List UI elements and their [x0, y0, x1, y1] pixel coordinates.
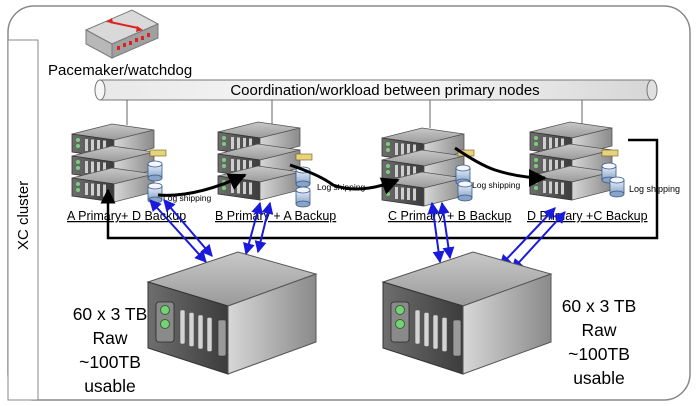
bus-connectors [126, 100, 583, 128]
coordination-label: Coordination/workload between primary no… [230, 82, 539, 99]
log-label-a: Log shipping [163, 193, 211, 203]
led-icon [395, 319, 405, 329]
server-node-b [217, 121, 313, 208]
disk-icon [147, 160, 163, 182]
led-icon [76, 188, 80, 192]
led-icon [386, 192, 390, 196]
led-icon [395, 305, 405, 315]
led-icon [76, 160, 80, 164]
nodes-layer [71, 121, 625, 208]
disk-icon [601, 162, 617, 184]
log-arrow-c-to-d [454, 146, 547, 187]
led-icon [76, 182, 80, 186]
pacemaker-label: Pacemaker/watchdog [48, 62, 192, 79]
node-label-c: C Primary + B Backup [388, 209, 511, 223]
server-node-a [71, 123, 167, 204]
disk-icon [295, 186, 311, 208]
led-icon [386, 148, 390, 152]
storage-text-left: 60 x 3 TB Raw ~100TB usable [73, 304, 148, 396]
led-icon [76, 144, 80, 148]
led-icon [534, 142, 538, 146]
node-label-b: B Primary + A Backup [215, 209, 336, 223]
led-icon [534, 186, 538, 190]
storage-array-right [381, 251, 553, 375]
led-icon [222, 142, 226, 146]
storage-left-line3: ~100TB [79, 352, 141, 372]
storage-right-line4: usable [573, 368, 625, 388]
coordination-bus [94, 79, 658, 101]
storage-left-line1: 60 x 3 TB [73, 304, 148, 324]
led-icon [534, 136, 538, 140]
memory-module-icon [295, 153, 313, 161]
led-icon [386, 186, 390, 190]
memory-module-icon [149, 149, 167, 157]
led-icon [534, 180, 538, 184]
led-icon [222, 136, 226, 140]
cluster-label: XC cluster [15, 181, 32, 250]
disk-icon [609, 176, 625, 198]
led-icon [386, 164, 390, 168]
storage-layer [146, 251, 553, 375]
server-node-d [529, 121, 625, 201]
storage-links [149, 199, 566, 271]
node-label-d: D Primary +C Backup [527, 209, 648, 223]
storage-left-line2: Raw [92, 328, 127, 348]
led-icon [386, 142, 390, 146]
network-switch-icon [84, 9, 160, 59]
storage-left-line4: usable [84, 376, 136, 396]
log-arrow-d-to-a [100, 138, 659, 240]
log-label-d: Log shipping [629, 184, 680, 194]
log-label-c: Log shipping [472, 180, 520, 190]
led-icon [160, 305, 170, 315]
led-icon [76, 166, 80, 170]
storage-right-line1: 60 x 3 TB [562, 296, 637, 316]
led-icon [534, 164, 538, 168]
log-label-b: Log shipping [317, 182, 365, 192]
led-icon [222, 164, 226, 168]
server-icon [71, 167, 155, 203]
log-arrow-a-to-b [157, 173, 247, 197]
storage-right-line2: Raw [581, 320, 616, 340]
led-icon [222, 186, 226, 190]
led-icon [76, 138, 80, 142]
cluster-label-strip [7, 39, 39, 401]
storage-text-right: 60 x 3 TB Raw ~100TB usable [562, 296, 637, 388]
storage-right-line3: ~100TB [568, 344, 630, 364]
log-arrow-b-to-c [289, 163, 400, 195]
led-icon [222, 158, 226, 162]
disk-icon [457, 180, 473, 202]
led-icon [160, 319, 170, 329]
led-icon [386, 170, 390, 174]
memory-module-icon [601, 149, 619, 157]
server-node-c [381, 127, 475, 207]
led-icon [534, 158, 538, 162]
storage-array-left [146, 251, 318, 375]
